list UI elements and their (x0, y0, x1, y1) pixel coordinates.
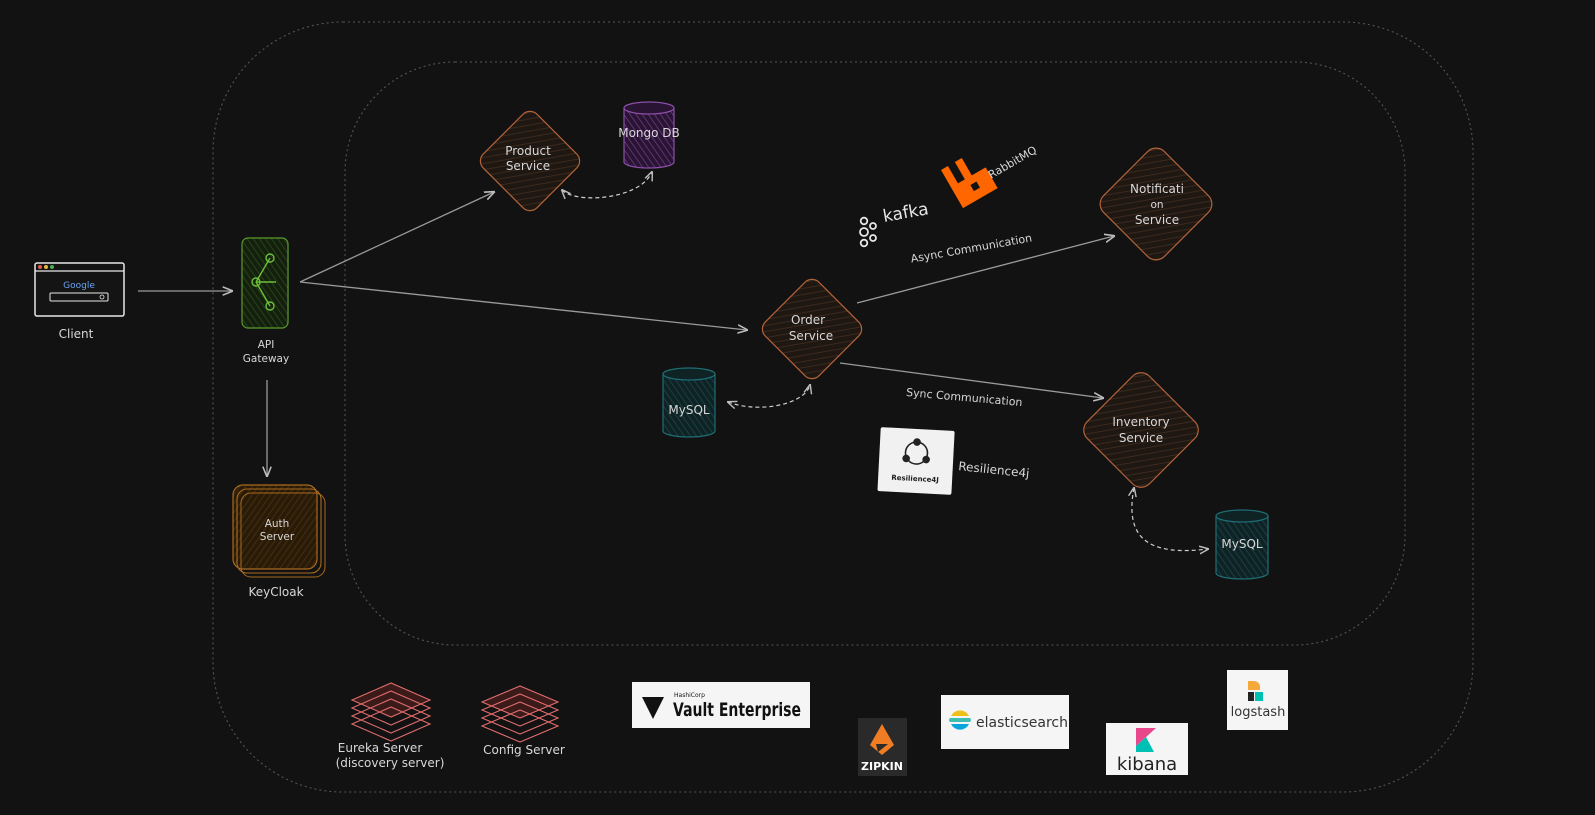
google-logo-text: Google (63, 281, 95, 291)
outer-boundary (212, 21, 1474, 793)
order-service-node[interactable]: Order Service (758, 275, 865, 382)
zipkin-logo: ZIPKIN (858, 718, 907, 776)
inner-boundary (344, 61, 1406, 646)
resilience4j-label: Resilience4j (958, 459, 1030, 480)
notification-label-line3: Service (1135, 213, 1179, 227)
logstash-logo: logstash (1227, 670, 1288, 730)
sync-communication-label: Sync Communication (906, 386, 1023, 409)
client-node[interactable]: Google Client (34, 262, 125, 341)
edge-gateway-product (299, 192, 494, 283)
auth-label-line2: Server (260, 531, 295, 543)
product-label-line2: Service (506, 159, 550, 173)
zipkin-text: ZIPKIN (861, 760, 903, 773)
edge-inventory-mysql (1132, 488, 1208, 551)
keycloak-label: KeyCloak (248, 585, 303, 599)
product-label-line1: Product (505, 144, 551, 158)
vault-hashicorp-text: HashiCorp (674, 692, 705, 699)
vault-triangle-icon (642, 697, 664, 719)
gateway-label-line2: Gateway (243, 353, 289, 365)
share-network-icon (251, 253, 276, 311)
eureka-label-line2: (discovery server) (336, 756, 445, 770)
vault-enterprise-logo: HashiCorp Vault Enterprise (632, 682, 810, 728)
order-label-line1: Order (791, 313, 825, 327)
order-label-line2: Service (789, 329, 833, 343)
order-mysql-node[interactable]: MySQL (662, 367, 716, 438)
edge-order-notification (856, 236, 1114, 304)
vault-text: Vault Enterprise (673, 699, 801, 721)
auth-label-line1: Auth (265, 518, 290, 530)
browser-search-box (49, 292, 109, 302)
kibana-text: kibana (1117, 754, 1177, 775)
auth-server-node[interactable]: Auth Server KeyCloak (232, 484, 326, 599)
inventory-label-line1: Inventory (1112, 415, 1169, 429)
elasticsearch-text: elasticsearch (976, 715, 1068, 731)
eureka-stack-icon (350, 682, 432, 742)
notification-label-line2: on (1150, 199, 1163, 211)
notification-service-node[interactable]: Notificati on Service (1095, 143, 1217, 265)
elastic-icon (949, 710, 971, 730)
search-icon (99, 294, 105, 300)
async-communication-label: Async Communication (910, 231, 1033, 265)
client-label: Client (59, 327, 94, 341)
notification-label-line1: Notificati (1130, 182, 1184, 196)
inventory-mysql-node[interactable]: MySQL (1215, 509, 1269, 580)
inventory-service-node[interactable]: Inventory Service (1079, 368, 1203, 492)
rabbit-icon (941, 158, 998, 209)
elasticsearch-logo: elasticsearch (941, 695, 1069, 749)
inventory-mysql-label: MySQL (1221, 537, 1263, 551)
kafka-logo: kafka (859, 199, 930, 248)
browser-window-icon (34, 262, 125, 317)
logstash-text: logstash (1231, 705, 1286, 720)
config-label: Config Server (483, 743, 565, 757)
config-server-node[interactable]: Config Server (480, 685, 565, 757)
edge-order-mysql (728, 385, 810, 407)
resilience-card-text: Resilience4J (891, 474, 939, 484)
product-service-node[interactable]: Product Service (476, 107, 583, 214)
resilience4j-logo: Resilience4J (877, 427, 955, 495)
logstash-icon (1248, 681, 1263, 701)
kibana-logo: kibana (1106, 723, 1188, 775)
gateway-label-line1: API (258, 339, 275, 351)
edge-gateway-order (299, 281, 747, 330)
zipkin-icon (870, 724, 894, 755)
mongo-db-node[interactable]: Mongo DB (618, 101, 680, 169)
kafka-text: kafka (881, 199, 930, 227)
edge-order-inventory (839, 362, 1103, 398)
resilience-icon (902, 438, 930, 465)
order-mysql-label: MySQL (668, 403, 710, 417)
kafka-icon (859, 216, 877, 248)
config-stack-icon (480, 685, 560, 743)
inventory-label-line2: Service (1119, 431, 1163, 445)
rabbitmq-logo: RabbitMQ (941, 143, 1039, 209)
api-gateway-node[interactable]: API Gateway (241, 237, 289, 365)
eureka-label-line1: Eureka Server (338, 741, 423, 755)
eureka-server-node[interactable]: Eureka Server (discovery server) (336, 682, 445, 770)
edge-product-mongo (562, 172, 652, 198)
mongo-label: Mongo DB (618, 126, 680, 140)
rabbitmq-text: RabbitMQ (986, 143, 1039, 181)
